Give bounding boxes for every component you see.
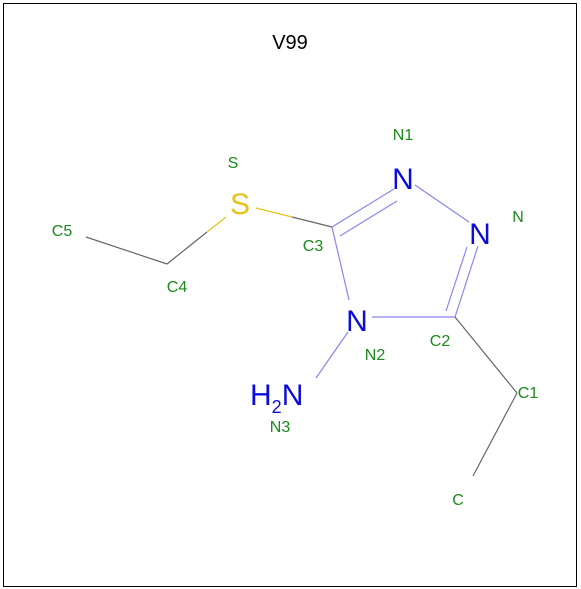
bond-c3-n2 — [331, 226, 350, 301]
bond-n1-n — [414, 184, 470, 223]
bond-c2-c1 — [454, 316, 518, 394]
label-c5: C5 — [52, 223, 73, 240]
bond-c3-n1-a — [331, 188, 395, 228]
bond-c5-c4 — [85, 236, 168, 265]
label-n1: N1 — [393, 127, 414, 144]
bonds — [85, 184, 518, 477]
atom-n3-nitrogen: N — [282, 379, 304, 412]
atom-labels: N1 N S C3 C5 C4 N2 C2 C1 N3 C — [52, 127, 539, 509]
bond-s-c4-part — [206, 216, 227, 233]
bond-c3-n1-b — [339, 200, 398, 237]
bond-s-c3 — [255, 207, 293, 218]
ligand-title: V99 — [272, 32, 308, 54]
label-s: S — [228, 155, 239, 172]
label-c1: C1 — [518, 385, 539, 402]
label-c: C — [452, 492, 464, 509]
bond-n2-n3 — [315, 331, 349, 379]
atom-n2-symbol: N — [346, 305, 368, 338]
bond-c3-s-part — [291, 216, 333, 228]
label-c3: C3 — [303, 238, 324, 255]
label-c4: C4 — [167, 279, 188, 296]
structure-frame — [3, 3, 577, 587]
bond-n-c2-b — [445, 246, 468, 312]
atom-n3-symbol: H2N — [250, 379, 303, 417]
atom-n-symbol: N — [469, 218, 491, 251]
label-n2: N2 — [365, 347, 386, 364]
bond-c4-s — [166, 231, 208, 265]
atom-symbols: N N N S H2N — [230, 163, 491, 417]
bond-n-c2-a — [454, 245, 479, 318]
atom-n1-symbol: N — [392, 163, 414, 196]
label-n3: N3 — [270, 419, 291, 436]
atom-n3-subscript: 2 — [272, 397, 282, 417]
atom-s-symbol: S — [230, 188, 250, 221]
label-n: N — [512, 209, 524, 226]
bond-c1-c — [472, 392, 518, 477]
atom-n3-hydrogen: H — [250, 379, 272, 412]
label-c2: C2 — [430, 333, 451, 350]
